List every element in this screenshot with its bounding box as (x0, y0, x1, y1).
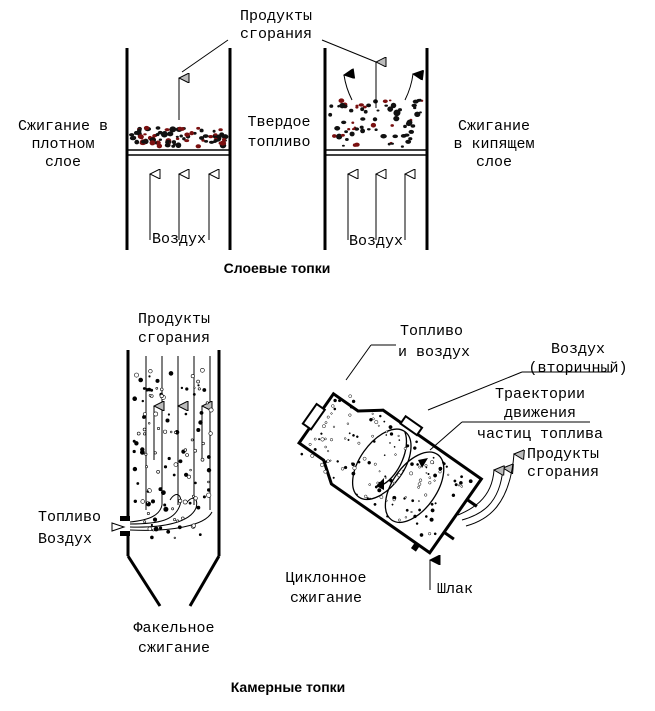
torch-particles (132, 367, 214, 540)
fluidized-bed-label-1: Сжигание (458, 118, 530, 135)
cyclone-fuel-air-2: и воздух (398, 344, 470, 361)
cyclone-trajectories-1: Траектории (495, 386, 585, 403)
torch-fuel-label: Топливо (38, 509, 101, 526)
torch-products-2: сгорания (138, 330, 210, 347)
cyclone-caption-1: Циклонное (285, 570, 366, 587)
dense-bed-label-2: плотном (31, 136, 94, 153)
top-products-line2: сгорания (240, 26, 312, 43)
dense-bed-label-1: Сжигание в (18, 118, 108, 135)
cyclone-trajectories-3: частиц топлива (477, 426, 603, 443)
cyclone-furnace (296, 391, 514, 590)
torch-air-label: Воздух (38, 531, 92, 548)
layered-furnaces-title: Слоевые топки (224, 260, 331, 276)
pointer-line (181, 39, 229, 73)
torch-furnace (111, 350, 221, 607)
dense-bed-label-3: слое (45, 154, 81, 171)
top-products-line1: Продукты (240, 8, 312, 25)
pointer-line (427, 371, 523, 411)
cyclone-trajectories-2: движения (504, 405, 576, 422)
fluidized-bed-furnace (323, 48, 429, 250)
dense-fuel-bed (129, 125, 229, 149)
fluidized-bed-label-2: в кипящем (453, 136, 534, 153)
cyclone-fuel-air-1: Топливо (400, 323, 463, 340)
cyclone-secondary-air-1: Воздух (551, 341, 605, 358)
torch-caption-1: Факельное (133, 620, 214, 637)
cyclone-products-2: сгорания (527, 464, 599, 481)
dense-bed-furnace (125, 48, 232, 250)
air-label-right: Воздух (349, 233, 403, 250)
fluidized-fuel-bed (328, 98, 424, 148)
torch-caption-2: сжигание (138, 640, 210, 657)
cyclone-products-1: Продукты (527, 446, 599, 463)
solid-fuel-label-2: топливо (247, 134, 310, 151)
pointer-line (345, 344, 372, 381)
air-label-left: Воздух (152, 231, 206, 248)
pointer-line (321, 39, 377, 63)
fluidized-bed-label-3: слое (476, 154, 512, 171)
chamber-furnaces-title: Камерные топки (231, 679, 346, 695)
solid-fuel-label-1: Твердое (247, 114, 310, 131)
cyclone-secondary-air-2: (вторичный) (528, 360, 627, 377)
cyclone-caption-2: сжигание (290, 590, 362, 607)
slag-label: Шлак (437, 581, 473, 598)
torch-products-1: Продукты (138, 311, 210, 328)
cyclone-particles (300, 394, 473, 537)
pointer-line (429, 421, 463, 451)
